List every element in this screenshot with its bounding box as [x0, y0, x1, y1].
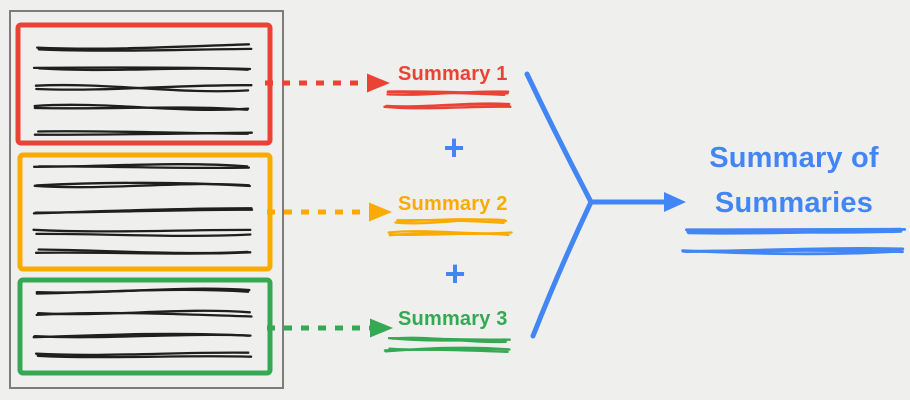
- summary-1-scribble: [386, 90, 510, 96]
- result-scribble: [681, 249, 902, 256]
- dashed-arrowhead-green: [370, 318, 393, 338]
- result-scribble: [686, 229, 903, 234]
- plus-operator-1: +: [443, 127, 465, 168]
- result-scribble: [685, 227, 902, 232]
- dashed-arrowhead-red: [367, 73, 390, 93]
- document-text-scribble: [35, 311, 253, 318]
- merge-line-top: [524, 71, 594, 205]
- summary-1-scribble: [386, 90, 509, 95]
- dashed-arrowhead-orange: [369, 202, 392, 222]
- document-text-scribble: [35, 181, 251, 188]
- document-text-scribble: [36, 43, 251, 50]
- document-text-scribble: [33, 106, 249, 111]
- summary-2-scribble: [387, 230, 510, 235]
- document-text-scribble: [34, 251, 252, 255]
- plus-operator-2: +: [444, 253, 466, 294]
- document-section-red: [15, 22, 273, 146]
- document-text-scribble: [32, 207, 253, 215]
- summary-2-label: Summary 2: [398, 193, 508, 215]
- result-title-line-1: Summary of: [709, 142, 879, 174]
- summary-3-scribble: [384, 346, 511, 353]
- summary-1-scribble: [386, 103, 511, 108]
- document-text-scribble: [37, 47, 253, 52]
- document-text-scribble: [32, 332, 250, 339]
- document-text-scribble: [34, 83, 250, 93]
- document-text-scribble: [33, 131, 253, 136]
- merge-arrowhead: [664, 192, 686, 212]
- summary-of-summaries-title: Summary of Summaries: [664, 136, 910, 226]
- merge-line-bottom: [530, 199, 594, 339]
- summary-2-scribble: [397, 218, 508, 223]
- summary-3-label: Summary 3: [398, 308, 508, 330]
- document-text-scribble: [36, 354, 253, 359]
- document-text-scribble: [35, 287, 251, 294]
- document-text-scribble: [32, 228, 252, 233]
- summary-1-label: Summary 1: [398, 63, 508, 85]
- result-title-line-2: Summaries: [714, 187, 874, 219]
- document-text-scribble: [32, 163, 249, 168]
- summary-3-scribble: [388, 336, 511, 341]
- document-outline: [9, 10, 284, 389]
- document-text-scribble: [35, 232, 252, 238]
- document-text-scribble: [34, 351, 250, 357]
- document-text-scribble: [32, 66, 252, 71]
